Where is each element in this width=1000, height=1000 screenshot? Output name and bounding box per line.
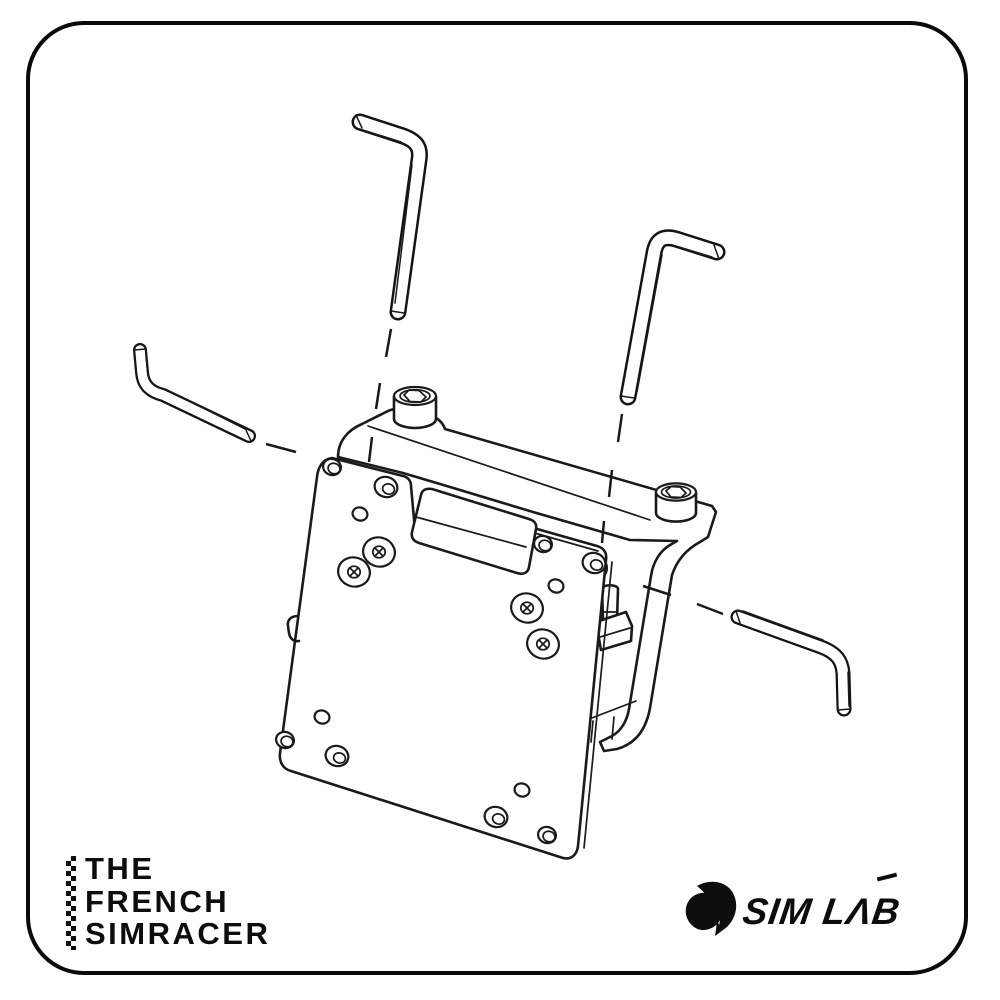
- countersunk-bore: [381, 483, 396, 495]
- rear-bracket-top-crease: [367, 425, 651, 521]
- sim-lab-logo: SIM LΛB: [683, 872, 953, 946]
- small-hole: [313, 709, 331, 725]
- hinge-handle: [410, 487, 538, 576]
- logo-line-3: SIMRACER: [85, 916, 271, 951]
- hex-socket: [402, 389, 428, 403]
- tip-facet: [133, 348, 252, 442]
- tip-facet: [735, 610, 851, 711]
- dash-top: [367, 328, 393, 463]
- small-hole: [351, 506, 369, 522]
- handle-crease: [415, 516, 527, 548]
- rear-bracket-foot-facets: [583, 700, 637, 743]
- torx-screw: [337, 556, 371, 588]
- countersunk-bore: [589, 559, 604, 571]
- torx-screw: [362, 536, 396, 568]
- plate-side-tab: [286, 614, 301, 643]
- hex-key-top: [351, 113, 428, 321]
- the-french-simracer-logo: THE FRENCH SIMRACER: [66, 851, 271, 951]
- dash-left: [265, 442, 297, 454]
- torx-screw: [526, 628, 560, 660]
- socket-head-screw-right: [654, 482, 698, 523]
- handle-bar: [410, 487, 538, 576]
- socket-head-screw-left: [392, 385, 438, 430]
- logo-line-2: FRENCH: [85, 883, 230, 919]
- hex-key-bottom-right: [730, 609, 852, 717]
- logo-line-1: THE: [85, 851, 155, 886]
- tip-facet: [620, 244, 720, 399]
- corner-hole-bore: [327, 462, 341, 475]
- rear-bracket-body: [336, 406, 718, 753]
- torx-screw: [510, 592, 544, 624]
- small-hole: [547, 578, 565, 594]
- swoosh-leaf: [685, 892, 723, 930]
- checkered-strip-icon: [66, 856, 76, 950]
- dash-right: [600, 413, 624, 544]
- countersunk-bore: [332, 752, 347, 764]
- corner-hole-bore: [538, 539, 552, 552]
- alignment-dashed-lines: [265, 328, 724, 616]
- sim-lab-swoosh-icon: [685, 881, 737, 936]
- corner-hole-bore: [542, 830, 556, 843]
- countersunk-bore: [491, 813, 506, 825]
- hex-key-right: [619, 229, 726, 406]
- small-hole: [513, 782, 531, 798]
- corner-hole-bore: [280, 735, 294, 748]
- hex-key-left: [133, 343, 256, 443]
- dash-bottom-right: [642, 584, 724, 616]
- tip-facet: [355, 114, 405, 314]
- sim-lab-wordmark: SIM LΛB: [740, 891, 904, 932]
- plate-thickness-right: [583, 561, 613, 849]
- plate-holes: [274, 457, 607, 845]
- hex-socket: [664, 485, 688, 499]
- swoosh-crescent: [697, 881, 737, 936]
